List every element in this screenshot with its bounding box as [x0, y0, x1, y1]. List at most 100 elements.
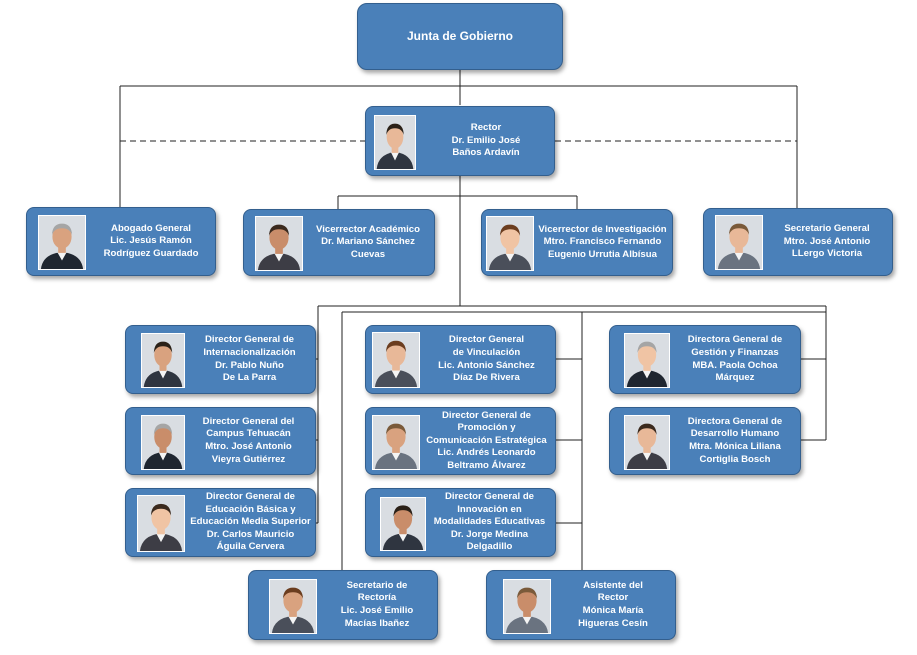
dir-internacionalizacion-line-4: De La Parra	[222, 372, 277, 384]
portrait-icon	[373, 333, 419, 387]
secretario-rectoria-line-3: Lic. José Emilio	[340, 605, 414, 616]
dir-desarrollo-humano-line-2: Desarrollo Humano	[690, 428, 780, 440]
secretario-rectoria-box: Secretario de Rectoría Lic. José Emilio …	[248, 570, 438, 640]
portrait-icon	[142, 416, 184, 469]
rector-box: Rector Dr. Emilio José Baños Ardavín	[365, 106, 555, 176]
dir-internacionalizacion-line-2: Internacionalización	[203, 346, 296, 358]
asistente-rector-line-1: Asistente del	[583, 579, 643, 591]
vicerrector-investigacion-title: Vicerrector de Investigación	[538, 223, 667, 235]
portrait-icon	[625, 334, 669, 387]
portrait-icon	[256, 217, 302, 270]
dir-educacion-basica-line-3: Educación Media Superior	[190, 516, 311, 528]
rector-photo	[374, 115, 416, 170]
abogado-general-photo	[38, 215, 86, 270]
dir-gestion-finanzas-box: Directora General de Gestión y Finanzas …	[609, 325, 801, 394]
portrait-icon	[716, 216, 762, 269]
dir-internacionalizacion-line-1: Director General de	[204, 334, 295, 346]
dir-internacionalizacion-line-3: Dr. Pablo Nuño	[215, 359, 284, 371]
dir-vinculacion-box: Director General de Vinculación Lic. Ant…	[365, 325, 556, 394]
dir-promocion-line-1: Director General de	[441, 409, 532, 421]
portrait-icon	[381, 498, 425, 550]
abogado-title: Abogado General	[111, 222, 191, 234]
dir-educacion-basica-line-5: Águila Cervera	[216, 541, 285, 553]
secretario-general-name-2: LLergo Victoria	[791, 248, 863, 260]
portrait-icon	[375, 116, 415, 169]
dir-desarrollo-humano-line-3: Mtra. Mónica Liliana	[689, 441, 781, 452]
dir-educacion-basica-line-1: Director General de	[205, 491, 296, 503]
portrait-icon	[138, 496, 184, 551]
vicerrector-academico-title: Vicerrector Académico	[316, 223, 420, 235]
dir-innovacion-line-3: Modalidades Educativas	[433, 516, 546, 528]
asistente-rector-photo	[503, 579, 551, 634]
junta-de-gobierno-box: Junta de Gobierno	[357, 3, 563, 70]
secretario-general-name-1: Mtro. José Antonio	[783, 235, 871, 247]
dir-vinculacion-photo	[372, 332, 420, 388]
vicerrector-investigacion-photo	[486, 216, 534, 271]
dir-innovacion-line-4: Dr. Jorge Medina	[450, 528, 529, 540]
dir-vinculacion-line-3: Lic. Antonio Sánchez	[438, 359, 535, 371]
portrait-icon	[625, 416, 669, 469]
portrait-icon	[504, 580, 550, 633]
asistente-rector-line-4: Higueras Cesín	[578, 617, 648, 629]
portrait-icon	[142, 334, 184, 387]
portrait-icon	[39, 216, 85, 269]
dir-internacionalizacion-box: Director General de Internacionalización…	[125, 325, 316, 394]
abogado-general-box: Abogado General Lic. Jesús Ramón Rodrígu…	[26, 207, 216, 276]
portrait-icon	[487, 217, 533, 270]
dir-campus-tehuacan-line-3: Mtro. José Antonio	[205, 441, 292, 452]
portrait-icon	[270, 580, 316, 633]
dir-campus-tehuacan-line-1: Director General del	[202, 415, 295, 427]
dir-internacionalizacion-photo	[141, 333, 185, 388]
rector-name-1: Dr. Emilio José	[451, 134, 521, 146]
dir-educacion-basica-line-2: Educación Básica y	[205, 503, 296, 515]
vicerrector-academico-box: Vicerrector Académico Dr. Mariano Sánche…	[243, 209, 435, 276]
portrait-icon	[373, 416, 419, 469]
vicerrector-academico-name-1: Dr. Mariano Sánchez	[321, 236, 415, 248]
vicerrector-investigacion-name-1: Mtro. Francisco Fernando	[543, 236, 662, 248]
dir-gestion-finanzas-photo	[624, 333, 670, 388]
dir-educacion-basica-box: Director General de Educación Básica y E…	[125, 488, 316, 557]
vicerrector-investigacion-name-2: Eugenio Urrutia Albísua	[548, 248, 657, 260]
secretario-rectoria-photo	[269, 579, 317, 634]
dir-promocion-box: Director General de Promoción y Comunica…	[365, 407, 556, 475]
dir-educacion-basica-line-4: Dr. Carlos Mauricio	[206, 528, 295, 540]
dir-promocion-line-3: Comunicación Estratégica	[426, 434, 547, 446]
dir-gestion-finanzas-line-2: Gestión y Finanzas	[691, 346, 779, 358]
secretario-general-photo	[715, 215, 763, 270]
secretario-rectoria-line-1: Secretario de	[346, 579, 408, 591]
dir-vinculacion-line-2: de Vinculación	[452, 346, 521, 358]
dir-educacion-basica-photo	[137, 495, 185, 552]
secretario-general-box: Secretario General Mtro. José Antonio LL…	[703, 208, 893, 276]
dir-innovacion-photo	[380, 497, 426, 551]
asistente-rector-line-2: Rector	[597, 592, 629, 604]
dir-promocion-line-5: Beltramo Álvarez	[447, 459, 526, 471]
dir-innovacion-line-5: Delgadillo	[466, 541, 513, 553]
dir-gestion-finanzas-line-3: MBA. Paola Ochoa	[692, 359, 778, 371]
secretario-general-title: Secretario General	[784, 223, 870, 235]
secretario-rectoria-line-2: Rectoría	[357, 592, 397, 604]
dir-innovacion-line-2: Innovación en	[457, 503, 522, 515]
dir-gestion-finanzas-line-1: Directora General de	[687, 334, 783, 346]
rector-title: Rector	[470, 122, 502, 134]
junta-title: Junta de Gobierno	[406, 29, 513, 44]
abogado-name-2: Rodríguez Guardado	[103, 247, 199, 259]
vicerrector-investigacion-box: Vicerrector de Investigación Mtro. Franc…	[481, 209, 673, 276]
dir-desarrollo-humano-line-1: Directora General de	[687, 415, 783, 427]
dir-vinculacion-line-1: Director General	[448, 334, 525, 346]
dir-desarrollo-humano-box: Directora General de Desarrollo Humano M…	[609, 407, 801, 475]
vicerrector-academico-name-2: Cuevas	[350, 248, 386, 260]
rector-name-2: Baños Ardavín	[452, 147, 520, 159]
dir-promocion-photo	[372, 415, 420, 470]
dir-desarrollo-humano-line-4: Cortiglia Bosch	[699, 453, 771, 465]
dir-campus-tehuacan-photo	[141, 415, 185, 470]
secretario-rectoria-line-4: Macías Ibañez	[344, 617, 410, 629]
dir-campus-tehuacan-line-2: Campus Tehuacán	[206, 428, 291, 440]
dir-desarrollo-humano-photo	[624, 415, 670, 470]
dir-gestion-finanzas-line-4: Márquez	[715, 372, 755, 384]
abogado-name-1: Lic. Jesús Ramón	[110, 235, 192, 247]
dir-campus-tehuacan-line-4: Vieyra Gutiérrez	[211, 453, 286, 465]
dir-promocion-line-4: Lic. Andrés Leonardo	[437, 447, 536, 459]
dir-innovacion-line-1: Director General de	[444, 491, 535, 503]
asistente-rector-line-3: Mónica María	[582, 605, 644, 616]
